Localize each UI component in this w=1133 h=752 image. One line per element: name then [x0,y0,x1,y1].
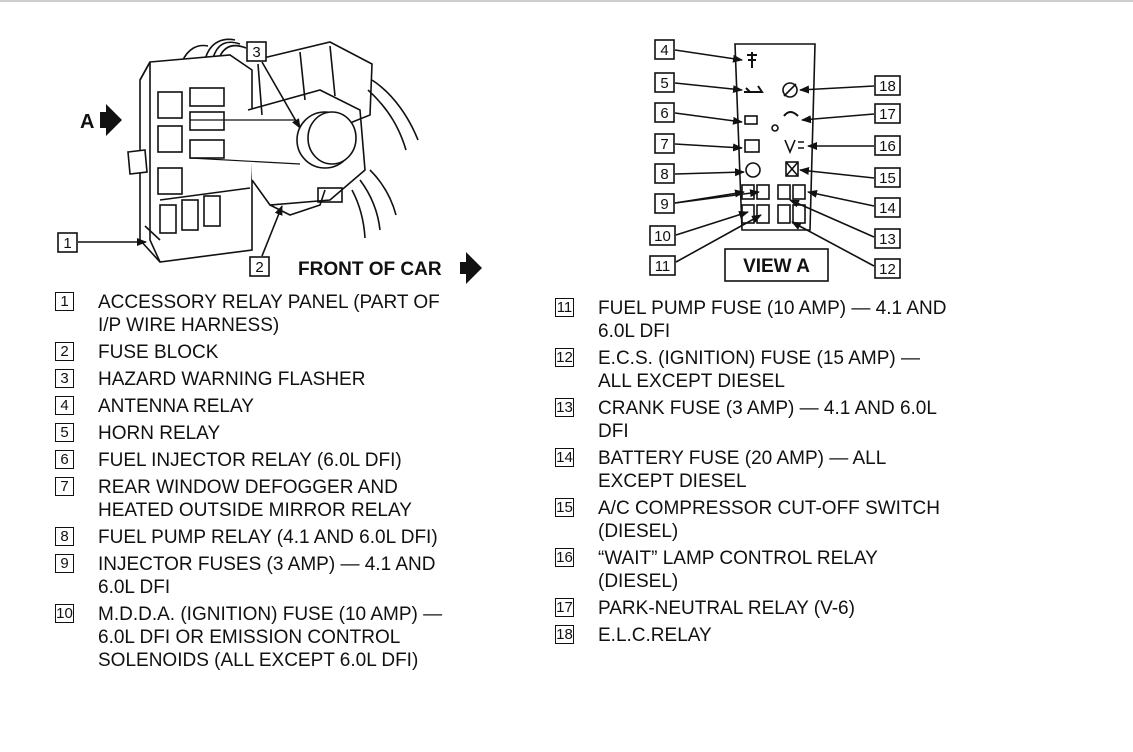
callout-2 [249,256,270,277]
view-a-left-callouts: 4 5 6 7 8 9 10 11 [649,39,762,276]
legend-item: 6 FUEL INJECTOR RELAY (6.0L DFI) [55,449,505,472]
legend-number: 12 [555,348,574,367]
legend-description: REAR WINDOW DEFOGGER AND HEATED OUTSIDE … [98,477,412,521]
callout-3-label: 3 [252,44,260,61]
callout-8-label: 8 [660,166,668,183]
callout-3-leader [261,61,301,129]
legend-item: 15 A/C COMPRESSOR CUT-OFF SWITCH (DIESEL) [555,497,1025,543]
legend-number: 2 [55,342,74,361]
legend-left: 1 ACCESSORY RELAY PANEL (PART OF I/P WIRE… [55,291,505,676]
legend-number: 16 [555,548,574,567]
legend-number: 5 [55,423,74,442]
callout-6-label: 6 [660,105,668,122]
legend-item: 3 HAZARD WARNING FLASHER [55,368,505,391]
callout-17-label: 17 [879,106,896,123]
legend-item: 13 CRANK FUSE (3 AMP) — 4.1 AND 6.0L DFI [555,397,1025,443]
legend-item: 8 FUEL PUMP RELAY (4.1 AND 6.0L DFI) [55,526,505,549]
legend-item: 11 FUEL PUMP FUSE (10 AMP) — 4.1 AND 6.0L… [555,297,1025,343]
legend-right: 11 FUEL PUMP FUSE (10 AMP) — 4.1 AND 6.0L… [555,297,1025,651]
legend-item: 9 INJECTOR FUSES (3 AMP) — 4.1 AND 6.0L D… [55,553,505,599]
legend-number: 8 [55,527,74,546]
view-a-title: VIEW A [743,256,810,277]
callout-16-label: 16 [879,138,896,155]
callout-1-label: 1 [63,235,71,252]
callout-3 [246,41,267,62]
legend-description: FUEL INJECTOR RELAY (6.0L DFI) [98,450,402,471]
legend-item: 1 ACCESSORY RELAY PANEL (PART OF I/P WIRE… [55,291,505,337]
callout-2-leader [261,205,283,257]
legend-number: 7 [55,477,74,496]
legend-description: E.L.C.RELAY [598,625,712,646]
view-a-arrow-icon [100,104,122,136]
legend-number: 18 [555,625,574,644]
callout-13-label: 13 [879,231,896,248]
legend-number: 6 [55,450,74,469]
legend-number: 14 [555,448,574,467]
callout-15-label: 15 [879,170,896,187]
callout-12-label: 12 [879,261,896,278]
callout-11-label: 11 [655,258,671,275]
legend-description: CRANK FUSE (3 AMP) — 4.1 AND 6.0L DFI [598,398,937,442]
legend-description: FUSE BLOCK [98,342,219,363]
callout-4-label: 4 [660,42,668,59]
legend-description: FUEL PUMP RELAY (4.1 AND 6.0L DFI) [98,527,438,548]
legend-number: 4 [55,396,74,415]
callout-2-label: 2 [255,259,263,276]
legend-description: M.D.D.A. (IGNITION) FUSE (10 AMP) — 6.0L… [98,604,443,671]
legend-description: ACCESSORY RELAY PANEL (PART OF I/P WIRE … [98,292,440,336]
legend-item: 5 HORN RELAY [55,422,505,445]
legend-number: 15 [555,498,574,517]
view-a-panel [734,43,816,231]
callout-5-label: 5 [660,75,668,92]
legend-number: 11 [555,298,574,317]
legend-description: E.C.S. (IGNITION) FUSE (15 AMP) — ALL EX… [598,348,920,392]
legend-description: FUEL PUMP FUSE (10 AMP) — 4.1 AND 6.0L D… [598,298,947,342]
legend-number: 9 [55,554,74,573]
legend-item: 16 “WAIT” LAMP CONTROL RELAY (DIESEL) [555,547,1025,593]
callout-1 [57,232,78,253]
legend-description: A/C COMPRESSOR CUT-OFF SWITCH (DIESEL) [598,498,940,542]
front-arrow-icon [460,252,482,284]
legend-description: HORN RELAY [98,423,221,444]
callout-9-label: 9 [660,196,668,213]
legend-description: HAZARD WARNING FLASHER [98,369,366,390]
legend-description: “WAIT” LAMP CONTROL RELAY (DIESEL) [598,548,878,592]
legend-description: ANTENNA RELAY [98,396,254,417]
callout-18-label: 18 [879,78,896,95]
callout-10-label: 10 [654,228,671,245]
legend-item: 4 ANTENNA RELAY [55,395,505,418]
legend-item: 14 BATTERY FUSE (20 AMP) — ALL EXCEPT DIE… [555,447,1025,493]
legend-item: 2 FUSE BLOCK [55,341,505,364]
front-of-car-label: FRONT OF CAR [298,259,442,280]
legend-number: 1 [55,292,74,311]
legend-item: 17 PARK-NEUTRAL RELAY (V-6) [555,597,1025,620]
legend-number: 3 [55,369,74,388]
relay-panel-illustration [127,38,419,263]
top-border [0,0,1133,2]
legend-item: 12 E.C.S. (IGNITION) FUSE (15 AMP) — ALL … [555,347,1025,393]
view-a-box [724,248,829,282]
legend-description: INJECTOR FUSES (3 AMP) — 4.1 AND 6.0L DF… [98,554,436,598]
callout-7-label: 7 [660,136,668,153]
legend-description: BATTERY FUSE (20 AMP) — ALL EXCEPT DIESE… [598,448,887,492]
view-a-label: A [80,111,94,133]
legend-number: 17 [555,598,574,617]
callout-14-label: 14 [879,200,896,217]
legend-item: 7 REAR WINDOW DEFOGGER AND HEATED OUTSIDE… [55,476,505,522]
legend-description: PARK-NEUTRAL RELAY (V-6) [598,598,855,619]
legend-number: 13 [555,398,574,417]
view-a-right-callouts: 18 17 16 15 14 13 12 [789,75,901,279]
legend-item: 18 E.L.C.RELAY [555,624,1025,647]
legend-number: 10 [55,604,74,623]
legend-item: 10 M.D.D.A. (IGNITION) FUSE (10 AMP) — 6.… [55,603,505,672]
